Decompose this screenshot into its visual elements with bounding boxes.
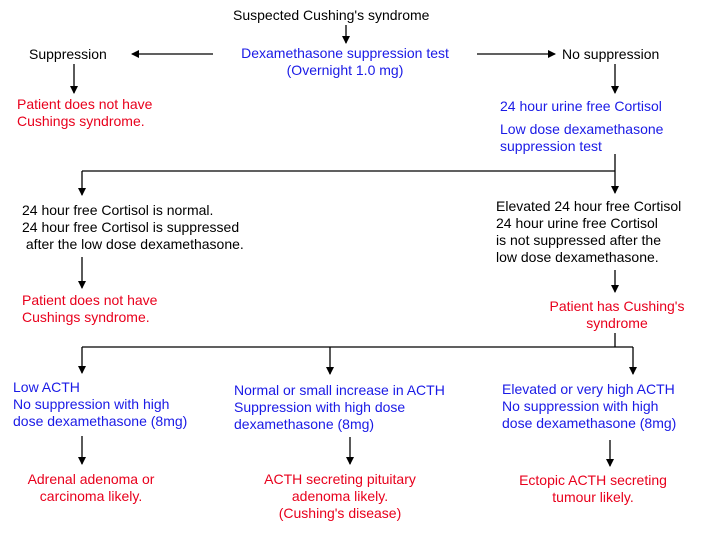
urine-cortisol-node: 24 hour urine free Cortisol	[500, 98, 662, 114]
screening-test-node: Dexamethasone suppression test (Overnigh…	[241, 45, 449, 78]
elevated-cortisol-node: Elevated 24 hour free Cortisol 24 hour u…	[496, 198, 682, 265]
ectopic-node: Ectopic ACTH secreting tumour likely.	[519, 472, 667, 505]
low-dose-test-node: Low dose dexamethasone suppression test	[500, 121, 664, 154]
normal-cortisol-node: 24 hour free Cortisol is normal. 24 hour…	[22, 202, 244, 252]
pituitary-node: ACTH secreting pituitary adenoma likely.…	[264, 471, 416, 521]
no-suppression-node: No suppression	[562, 46, 660, 62]
suppression-node: Suppression	[29, 46, 107, 62]
high-acth-node: Elevated or very high ACTH No suppressio…	[502, 381, 677, 431]
has-cushings-node: Patient has Cushing's syndrome	[549, 298, 685, 331]
adrenal-node: Adrenal adenoma or carcinoma likely.	[27, 471, 155, 504]
low-acth-node: Low ACTH No suppression with high dose d…	[13, 379, 188, 429]
not-cushings-node-2: Patient does not have Cushings syndrome.	[22, 292, 158, 325]
not-cushings-node-1: Patient does not have Cushings syndrome.	[17, 96, 153, 129]
normal-acth-node: Normal or small increase in ACTH Suppres…	[234, 382, 445, 432]
start-node: Suspected Cushing's syndrome	[233, 7, 430, 23]
